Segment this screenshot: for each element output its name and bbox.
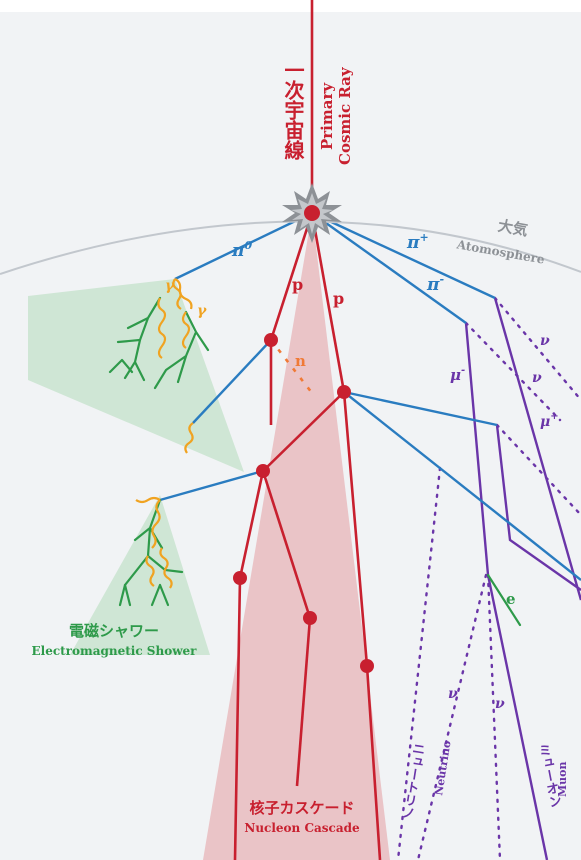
primary-label-en-1: Primary: [318, 82, 336, 150]
vertex: [264, 333, 278, 347]
interaction-vertices: [233, 205, 374, 673]
shower-label-en: Electromagnetic Shower: [31, 644, 197, 658]
proton-label-2: p: [333, 289, 344, 308]
muon-label-en: Muon: [556, 761, 569, 797]
gamma-label-1: γ: [165, 278, 175, 294]
gamma-label-2: γ: [197, 303, 207, 319]
neutrino-lines: [396, 296, 581, 860]
primary-label-en-2: Cosmic Ray: [336, 66, 354, 165]
shower-area-upper: [28, 279, 244, 472]
pi0-label: π0: [231, 239, 252, 261]
primary-label-jp: 一次宇宙線: [281, 60, 305, 160]
nu-label-1: ν: [540, 333, 550, 349]
pi-minus-label: π-: [426, 273, 444, 295]
shower-label-jp: 電磁シャワー: [69, 622, 159, 640]
vertex-primary: [304, 205, 320, 221]
pion-lines: [159, 211, 581, 581]
vertex: [337, 385, 351, 399]
nu-label-3: ν: [448, 686, 458, 702]
neutron-label: n: [295, 352, 306, 370]
cascade-label-jp: 核子カスケード: [249, 799, 354, 817]
vertex: [233, 571, 247, 585]
vertex: [303, 611, 317, 625]
mu-minus-label: μ-: [450, 365, 465, 384]
shower-area-lower: [70, 495, 210, 655]
vertex: [360, 659, 374, 673]
cascade-label-en: Nucleon Cascade: [244, 821, 360, 835]
vertex: [256, 464, 270, 478]
mu-plus-label: μ+: [540, 411, 559, 430]
electron-label: e: [506, 590, 516, 608]
photon-lines: [135, 278, 194, 589]
atmosphere-label-jp: 大気: [497, 217, 530, 240]
proton-label-1: p: [292, 275, 303, 294]
nu-label-2: ν: [532, 370, 542, 386]
nu-label-4: ν: [495, 696, 505, 712]
cascade-cone: [203, 213, 390, 860]
pi-plus-label: π+: [406, 231, 429, 253]
